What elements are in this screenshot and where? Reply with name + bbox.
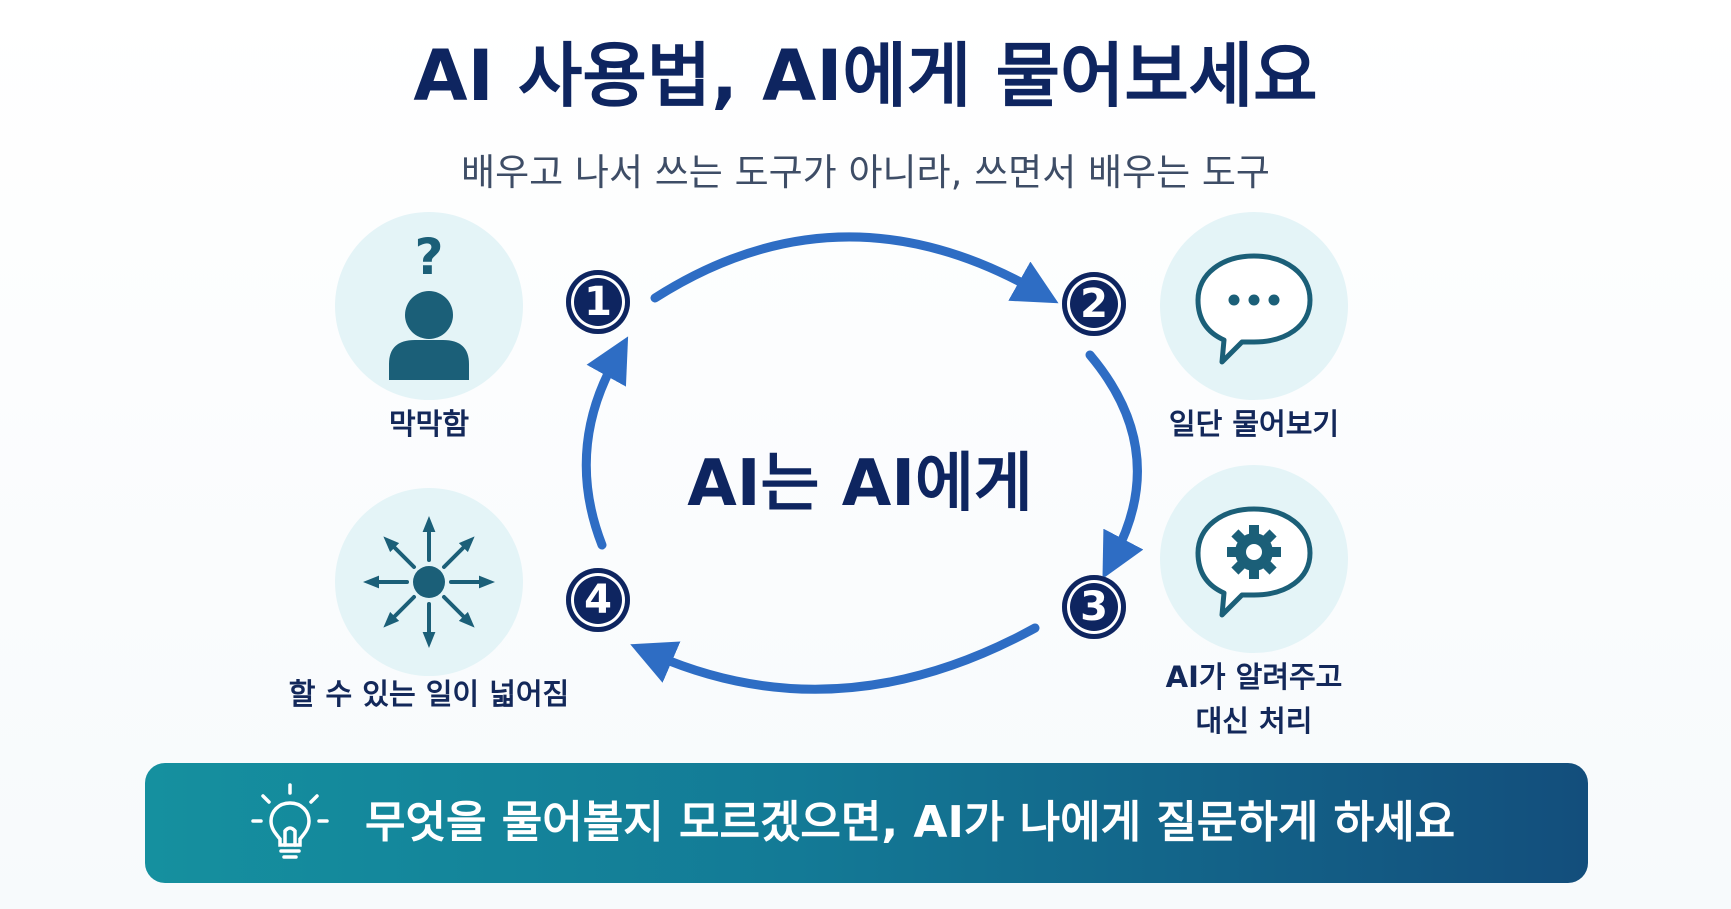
gear-bubble-icon [1160,465,1348,653]
tip-banner: 무엇을 물어볼지 모르겠으면, AI가 나에게 질문하게 하세요 [145,763,1588,883]
step-3-label: AI가 알려주고 대신 처리 [1134,655,1374,743]
page-title: AI 사용법, AI에게 물어보세요 [413,35,1318,117]
chat-bubble-icon [1160,212,1348,400]
arrow-step3-to-step4 [630,623,1040,694]
arrow-step4-to-step1 [581,336,629,550]
lightbulb-icon [251,783,329,859]
center-label: AI는 AI에게 [687,447,1033,521]
expand-arrows-icon [335,488,523,676]
step-1-badge: 1 [566,270,630,334]
step-3-label-line-2: 대신 처리 [1195,704,1313,738]
svg-text:?: ? [414,228,443,286]
step-2-label: 일단 물어보기 [1168,407,1340,441]
page-subtitle: 배우고 나서 쓰는 도구가 아니라, 쓰면서 배우는 도구 [461,151,1270,194]
arrow-step2-to-step3 [1085,350,1144,579]
step-4-label: 할 수 있는 일이 넓어짐 [288,677,570,711]
confused-person-icon: ? [335,212,523,400]
step-4-badge: 4 [566,568,630,632]
step-2-badge: 2 [1062,272,1126,336]
banner-text: 무엇을 물어볼지 모르겠으면, AI가 나에게 질문하게 하세요 [365,797,1456,848]
step-3-badge: 3 [1062,575,1126,639]
arrow-step1-to-step2 [650,232,1059,304]
step-1-label: 막막함 [388,407,470,441]
step-3-label-line-1: AI가 알려주고 [1165,660,1343,694]
